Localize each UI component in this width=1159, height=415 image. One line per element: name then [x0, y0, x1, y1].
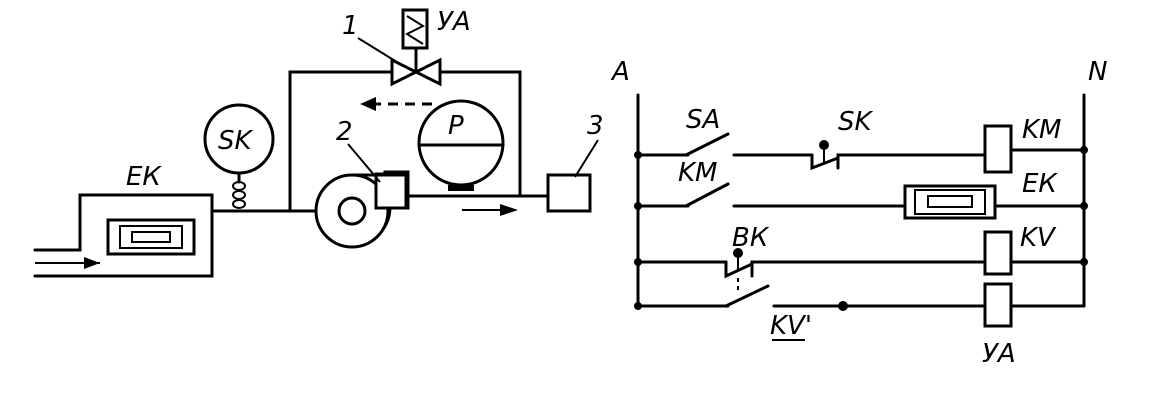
valve-number: 1	[342, 11, 359, 41]
heater-label: ЕК	[126, 162, 162, 192]
heater-circuit-label: ЕК	[1022, 169, 1058, 199]
contact-km-label: KM	[678, 158, 717, 188]
switch-sa-label: SA	[686, 105, 720, 135]
pump: 2	[314, 117, 410, 249]
coil-kv-label: KV	[1020, 223, 1057, 253]
consumer-number: 3	[587, 111, 604, 141]
rung-2: KM ЕК	[634, 158, 1088, 220]
contact-kv-label: KV'	[770, 311, 812, 341]
heater-housing: ЕК	[33, 162, 214, 278]
pressure-gauge-label: P	[448, 111, 464, 141]
bus-right-label: N	[1088, 57, 1107, 87]
pressure-contact-label: ВК	[732, 223, 770, 253]
rung-4: KV' УА	[634, 282, 1086, 369]
bypass-right	[438, 70, 522, 198]
pressure-gauge: P	[417, 99, 505, 191]
electrical-circuit: A N SA SK KM KM	[610, 57, 1107, 369]
consumer: 3	[546, 111, 604, 213]
thermo-contact-label: SK	[838, 107, 874, 137]
bus-left-label: A	[610, 57, 630, 87]
control-dashed-line	[360, 97, 432, 111]
bypass-left	[288, 70, 394, 213]
rung-3: ВК KV	[634, 223, 1088, 292]
valve-coil-label: УА	[437, 7, 471, 37]
thermo-sensor: SK	[203, 103, 275, 209]
coil-ya-label: УА	[982, 339, 1016, 369]
rung-1: SA SK KM	[634, 105, 1088, 174]
pump-number: 2	[336, 117, 353, 147]
inlet-arrows	[35, 249, 100, 277]
coil-km-label: KM	[1022, 115, 1061, 145]
thermo-sensor-label: SK	[218, 126, 254, 156]
flow-arrow	[462, 204, 518, 216]
hydraulic-scheme: ЕК SK УА 1	[33, 7, 604, 278]
solenoid-valve: УА 1	[342, 7, 471, 87]
